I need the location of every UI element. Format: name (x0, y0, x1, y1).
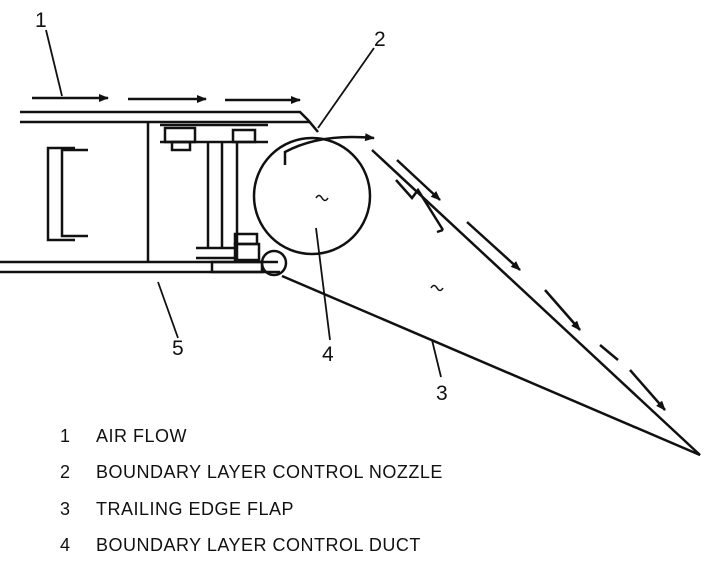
blc-nozzle (283, 133, 375, 165)
legend-label: BOUNDARY LAYER CONTROL DUCT (96, 535, 421, 556)
trailing-edge-flap (281, 149, 701, 457)
callout-2: 2 (374, 28, 386, 51)
legend-item: 4 BOUNDARY LAYER CONTROL DUCT (60, 528, 443, 565)
legend: 1 AIR FLOW 2 BOUNDARY LAYER CONTROL NOZZ… (60, 418, 443, 564)
legend-item: 3 TRAILING EDGE FLAP (60, 491, 443, 528)
callout-4: 4 (322, 343, 334, 366)
legend-label: BOUNDARY LAYER CONTROL NOZZLE (96, 462, 443, 483)
legend-label: AIR FLOW (96, 425, 188, 446)
callout-5: 5 (172, 337, 184, 360)
wing-internal-structure (46, 122, 268, 274)
legend-item: 1 AIR FLOW (60, 418, 443, 455)
legend-number: 1 (60, 425, 71, 446)
legend-label: TRAILING EDGE FLAP (96, 498, 295, 519)
flap-airflow-arrows (396, 159, 666, 411)
legend-number: 2 (60, 462, 71, 483)
duct-tilde (315, 194, 329, 202)
legend-item: 2 BOUNDARY LAYER CONTROL NOZZLE (60, 455, 443, 492)
leader-lines (45, 29, 442, 378)
blc-duct (252, 136, 372, 256)
flap-hinge (260, 249, 288, 277)
flap-tilde (430, 284, 444, 292)
legend-number: 3 (60, 498, 71, 519)
legend-number: 4 (60, 535, 71, 556)
airflow-arrows (32, 94, 301, 104)
callout-3: 3 (436, 382, 448, 405)
callout-1: 1 (35, 9, 47, 32)
